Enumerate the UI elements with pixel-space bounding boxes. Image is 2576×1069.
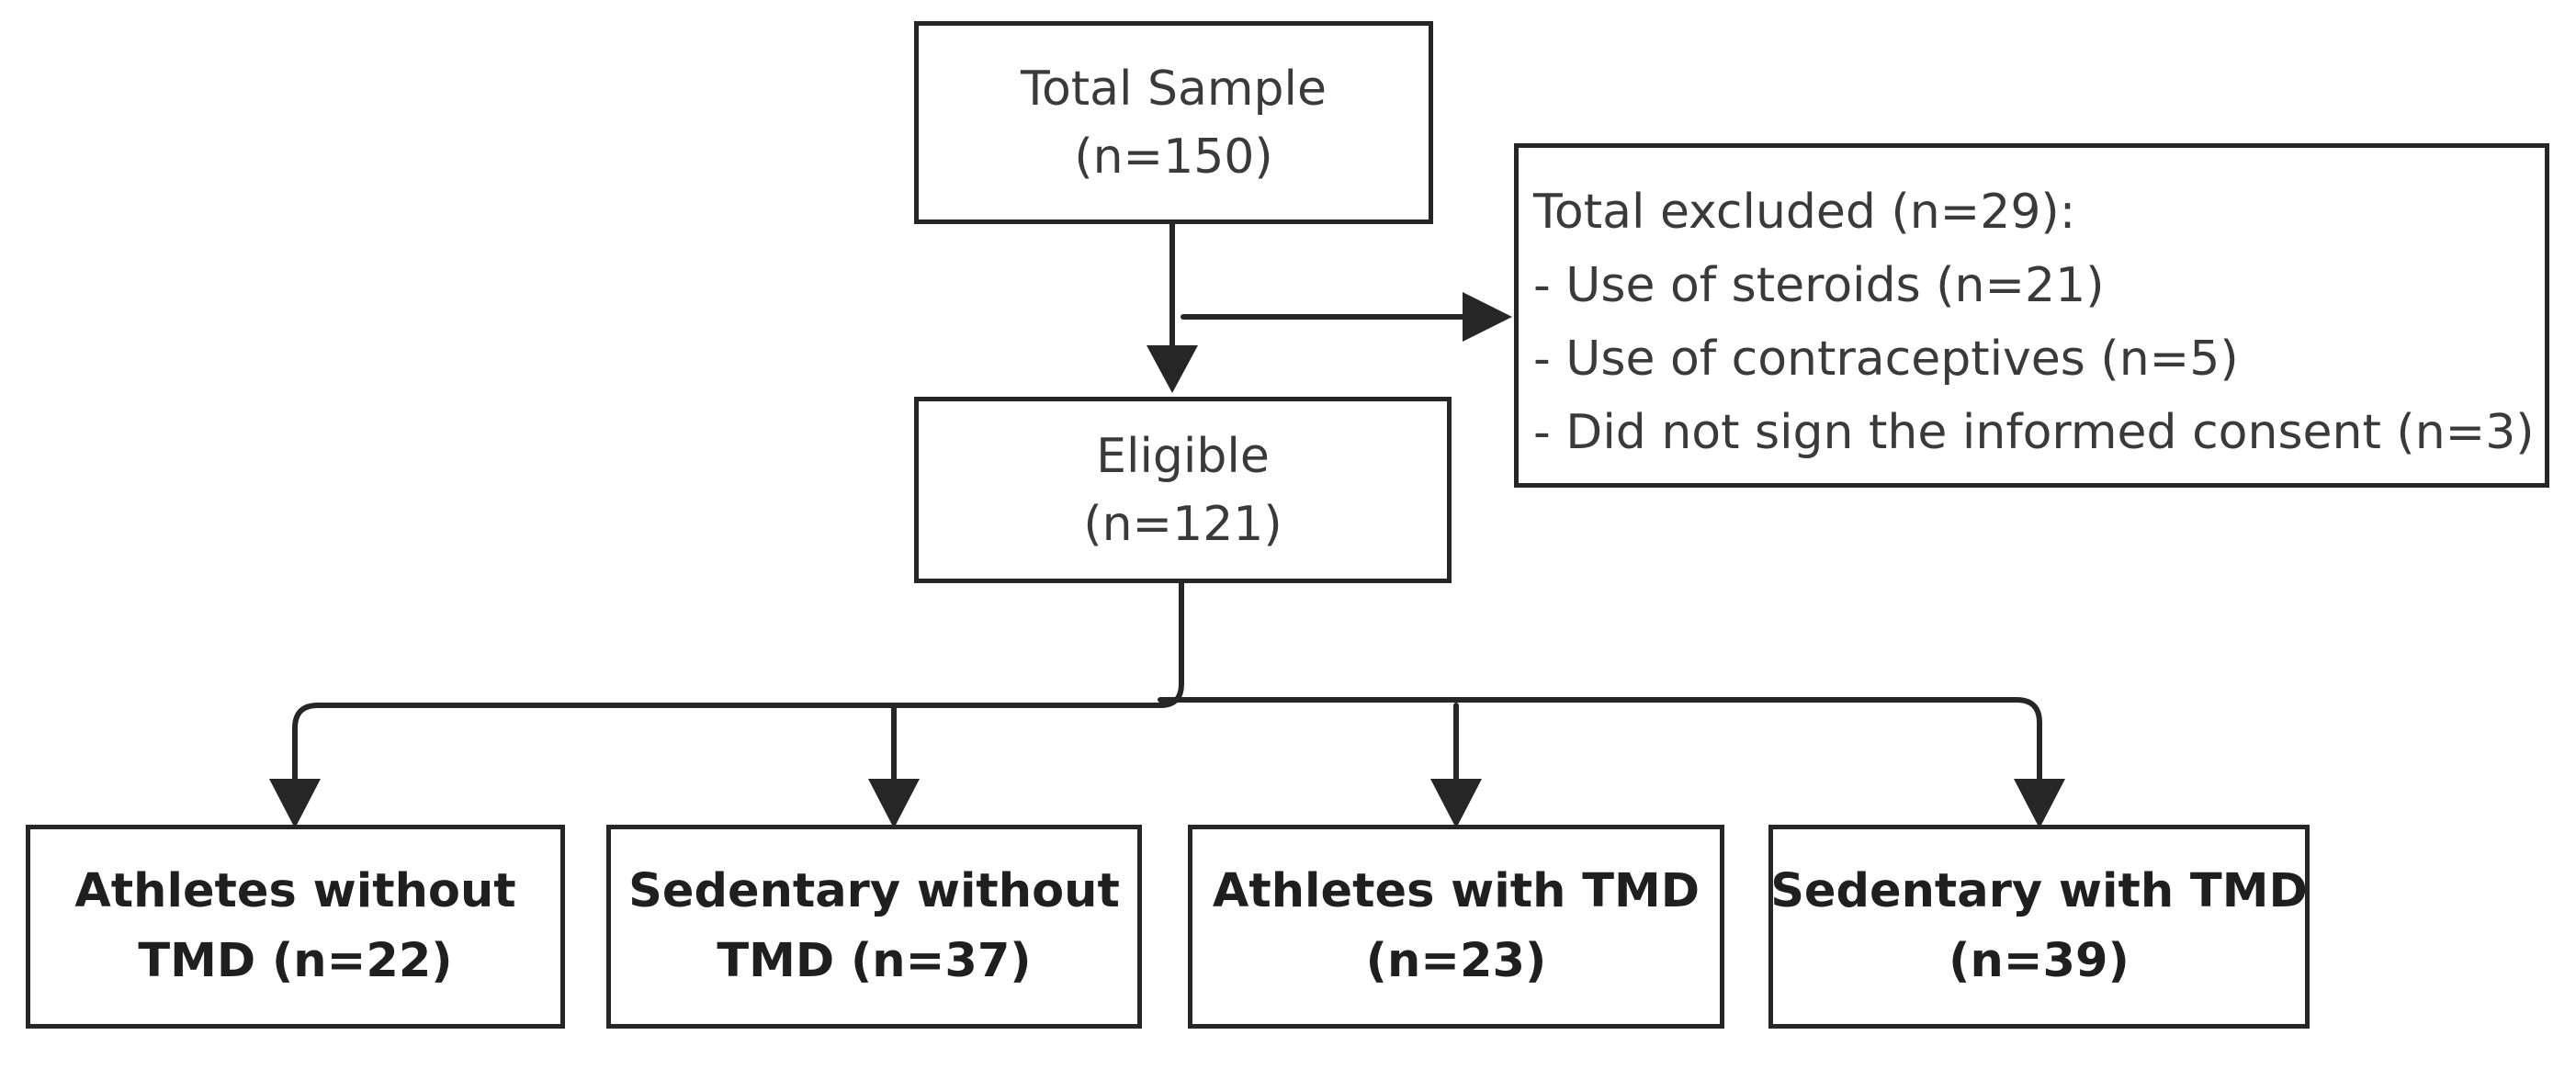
group-count: TMD (n=22) — [138, 934, 453, 988]
arrowhead-group-1 — [269, 779, 321, 828]
group-label: Sedentary with TMD — [1770, 864, 2308, 918]
eligible-box: Eligible (n=121) — [914, 397, 1452, 583]
group-box-sedentary-without-tmd: Sedentary without TMD (n=37) — [606, 825, 1142, 1029]
group-label: Athletes with TMD — [1212, 864, 1700, 918]
arrowhead-group-4 — [2014, 779, 2065, 828]
arrowhead-eligible — [1147, 345, 1198, 393]
arrowhead-group-3 — [1430, 779, 1482, 828]
connector-eligible-split — [292, 580, 1184, 794]
group-label: Sedentary without — [628, 864, 1120, 918]
eligible-count: (n=121) — [1083, 496, 1282, 552]
excluded-item: - Use of contraceptives (n=5) — [1533, 332, 2239, 387]
total-sample-box: Total Sample (n=150) — [914, 21, 1433, 224]
group-count: (n=39) — [1949, 934, 2130, 988]
excluded-item: - Use of steroids (n=21) — [1533, 258, 2105, 313]
arrowhead-group-2 — [868, 779, 920, 828]
arrowhead-excluded — [1463, 292, 1512, 342]
group-box-athletes-with-tmd: Athletes with TMD (n=23) — [1188, 825, 1724, 1029]
group-box-sedentary-with-tmd: Sedentary with TMD (n=39) — [1768, 825, 2310, 1029]
group-count: (n=23) — [1365, 934, 1547, 988]
excluded-title: Total excluded (n=29): — [1533, 185, 2076, 240]
total-sample-label: Total Sample — [1021, 61, 1327, 117]
group-count: TMD (n=37) — [717, 934, 1032, 988]
excluded-item: - Did not sign the informed consent (n=3… — [1533, 405, 2535, 460]
excluded-box: Total excluded (n=29): - Use of steroids… — [1514, 143, 2549, 488]
group-label: Athletes without — [74, 864, 516, 918]
group-box-athletes-without-tmd: Athletes without TMD (n=22) — [26, 825, 565, 1029]
eligible-label: Eligible — [1096, 428, 1270, 484]
connector-right-split — [1158, 697, 2042, 794]
total-sample-count: (n=150) — [1074, 129, 1273, 185]
